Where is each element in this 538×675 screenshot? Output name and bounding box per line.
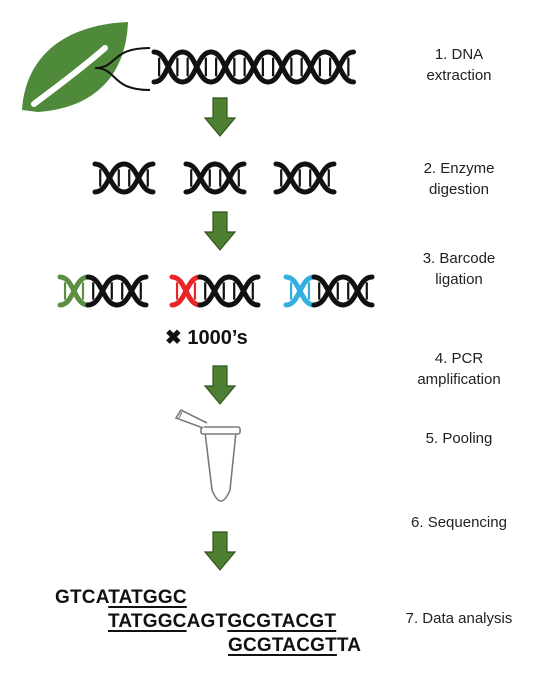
multiply-icon: ✖ xyxy=(165,327,182,349)
step-label-barcode-ligation: 3. Barcode ligation xyxy=(422,250,496,288)
step-label-sequencing: 6. Sequencing xyxy=(411,514,507,531)
arrow-layer xyxy=(203,97,237,571)
step-label-dna-extraction: 1. DNA extraction xyxy=(426,46,492,84)
down-arrow-icon xyxy=(203,365,237,405)
multiplier-text: 1000’s xyxy=(187,327,248,349)
read-1-prefix: GTCA xyxy=(55,587,109,608)
down-arrow-icon xyxy=(203,531,237,571)
down-arrow-icon xyxy=(203,97,237,137)
dna-layer xyxy=(57,49,375,308)
read-2-overlap-left: TATGGC xyxy=(108,611,187,632)
read-3-overlap: GCGTACGT xyxy=(228,635,337,656)
down-arrow-icon xyxy=(203,211,237,251)
dna-helix-icon xyxy=(183,161,247,195)
read-1-overlap: TATGGC xyxy=(108,587,187,608)
read-2-middle: AGT xyxy=(186,611,228,632)
dna-helix-icon xyxy=(311,274,375,308)
microcentrifuge-tube-icon xyxy=(174,408,241,502)
dna-helix-icon xyxy=(273,161,337,195)
step-label-enzyme-digestion: 2. Enzyme digestion xyxy=(423,160,495,198)
sequence-read-1: GTCATATGGC xyxy=(55,587,187,609)
step-label-pooling: 5. Pooling xyxy=(425,430,493,447)
barcode-red-icon xyxy=(169,274,203,308)
barcode-blue-icon xyxy=(283,274,317,308)
read-2-overlap-right: GCGTACGT xyxy=(227,611,337,632)
dna-helix-icon xyxy=(151,49,356,85)
step-label-pcr-amplification: 4. PCR amplification xyxy=(417,350,501,388)
read-3-suffix: TA xyxy=(336,635,362,656)
step-label-data-analysis: 7. Data analysis xyxy=(405,610,513,627)
dna-helix-icon xyxy=(85,274,149,308)
dna-helix-icon xyxy=(92,161,156,195)
leaf-icon xyxy=(22,22,128,112)
dna-helix-icon xyxy=(197,274,261,308)
sequence-read-2: TATGGCAGTGCGTACGT xyxy=(108,611,336,633)
multiplier-label: ✖ 1000’s xyxy=(165,325,248,350)
barcode-green-icon xyxy=(57,274,91,308)
extraction-bracket xyxy=(94,47,151,91)
sequence-read-3: GCGTACGTTA xyxy=(228,635,361,657)
